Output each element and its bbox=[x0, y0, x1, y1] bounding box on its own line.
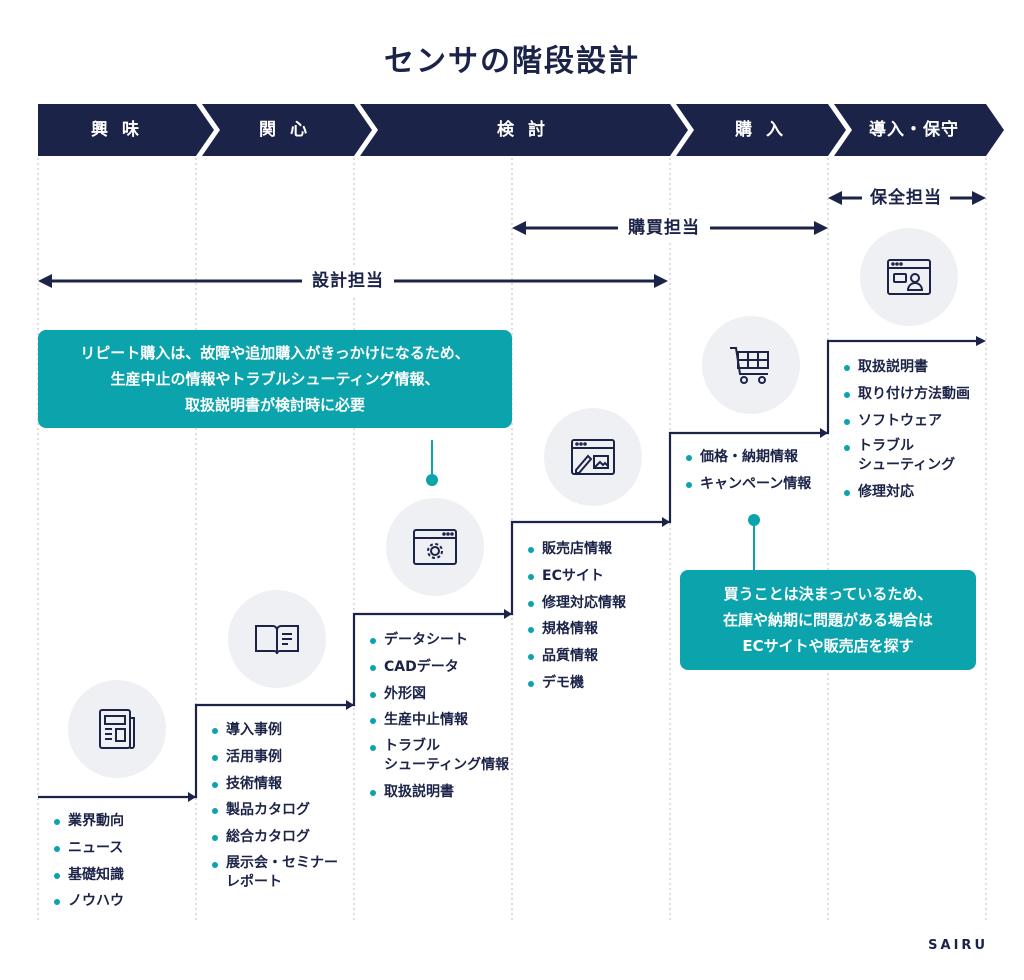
page-title: センサの階段設計 bbox=[384, 44, 640, 79]
list-item: 品質情報 bbox=[528, 646, 626, 666]
shopping-cart-icon bbox=[702, 316, 800, 414]
list-item: 修理対応 bbox=[844, 482, 970, 502]
list-item: ソフトウェア bbox=[844, 411, 970, 431]
stage-list-maintenance: 取扱説明書 取り付け方法動画 ソフトウェア トラブル シューティング 修理対応 bbox=[844, 357, 970, 509]
list-item: 製品カタログ bbox=[212, 800, 338, 820]
phase-chevron-interest bbox=[38, 104, 214, 156]
callout-line: 取扱説明書が検討時に必要 bbox=[184, 396, 365, 414]
list-item: ECサイト bbox=[528, 566, 626, 586]
stage-list-concern: 導入事例 活用事例 技術情報 製品カタログ 総合カタログ 展示会・セミナー レポ… bbox=[212, 720, 338, 899]
list-item: 総合カタログ bbox=[212, 827, 338, 847]
list-item: 規格情報 bbox=[528, 619, 626, 639]
list-item: 販売店情報 bbox=[528, 539, 626, 559]
list-item: 取り付け方法動画 bbox=[844, 384, 970, 404]
list-item: 取扱説明書 bbox=[844, 357, 970, 377]
phase-chevron-consider bbox=[360, 104, 688, 156]
list-item: デモ機 bbox=[528, 673, 626, 693]
phase-label-consider: 検 討 bbox=[497, 120, 549, 140]
list-item: 取扱説明書 bbox=[370, 782, 509, 802]
list-item: 導入事例 bbox=[212, 720, 338, 740]
list-item: トラブル シューティング bbox=[844, 437, 970, 475]
stage-list-interest: 業界動向 ニュース 基礎知識 ノウハウ bbox=[54, 811, 124, 918]
callout-line: 生産中止の情報やトラブルシューティング情報、 bbox=[110, 370, 440, 388]
list-item: 外形図 bbox=[370, 684, 509, 704]
callout-line: リピート購入は、故障や追加購入がきっかけになるため、 bbox=[80, 344, 470, 362]
newspaper-icon bbox=[68, 680, 166, 778]
list-item: CADデータ bbox=[370, 657, 509, 677]
list-item: 価格・納期情報 bbox=[686, 447, 811, 467]
stage-list-consider-purchase: 販売店情報 ECサイト 修理対応情報 規格情報 品質情報 デモ機 bbox=[528, 539, 626, 700]
book-icon bbox=[228, 590, 326, 688]
design-role-label: 設計担当 bbox=[302, 267, 394, 295]
phase-label-purchase: 購 入 bbox=[735, 120, 787, 140]
list-item: 活用事例 bbox=[212, 747, 338, 767]
phase-chevron-maintenance bbox=[834, 104, 1004, 156]
list-item: 基礎知識 bbox=[54, 865, 124, 885]
stage-list-consider-design: データシート CADデータ 外形図 生産中止情報 トラブル シューティング情報 … bbox=[370, 630, 509, 809]
support-window-icon bbox=[860, 228, 958, 326]
phase-bar bbox=[38, 104, 1004, 156]
list-item: ニュース bbox=[54, 838, 124, 858]
purchase-callout: 買うことは決まっているため、 在庫や納期に問題がある場合は ECサイトや販売店を… bbox=[680, 570, 976, 670]
settings-window-icon bbox=[386, 498, 484, 596]
list-item: 技術情報 bbox=[212, 774, 338, 794]
maintenance-role-label: 保全担当 bbox=[862, 184, 950, 212]
list-item: ノウハウ bbox=[54, 891, 124, 911]
list-item: データシート bbox=[370, 630, 509, 650]
list-item: 修理対応情報 bbox=[528, 593, 626, 613]
list-item: 業界動向 bbox=[54, 811, 124, 831]
repeat-purchase-callout: リピート購入は、故障や追加購入がきっかけになるため、 生産中止の情報やトラブルシ… bbox=[38, 330, 512, 428]
web-design-icon bbox=[544, 408, 642, 506]
callout-line: ECサイトや販売店を探す bbox=[742, 637, 914, 655]
brand-logo: SAIRU bbox=[928, 938, 988, 953]
purchase-role-label: 購買担当 bbox=[618, 214, 710, 242]
phase-chevron-purchase bbox=[676, 104, 846, 156]
staircase-line bbox=[38, 336, 986, 802]
list-item: 生産中止情報 bbox=[370, 710, 509, 730]
phase-label-interest: 興 味 bbox=[91, 120, 143, 140]
callout-line: 在庫や納期に問題がある場合は bbox=[722, 611, 933, 629]
callout-line: 買うことは決まっているため、 bbox=[723, 585, 933, 603]
phase-chevron-concern bbox=[202, 104, 372, 156]
list-item: キャンペーン情報 bbox=[686, 474, 811, 494]
list-item: 展示会・セミナー レポート bbox=[212, 854, 338, 892]
stage-list-purchase: 価格・納期情報 キャンペーン情報 bbox=[686, 447, 811, 501]
phase-label-maintenance: 導入・保守 bbox=[869, 120, 959, 140]
phase-label-concern: 関 心 bbox=[259, 120, 311, 140]
list-item: トラブル シューティング情報 bbox=[370, 737, 509, 775]
